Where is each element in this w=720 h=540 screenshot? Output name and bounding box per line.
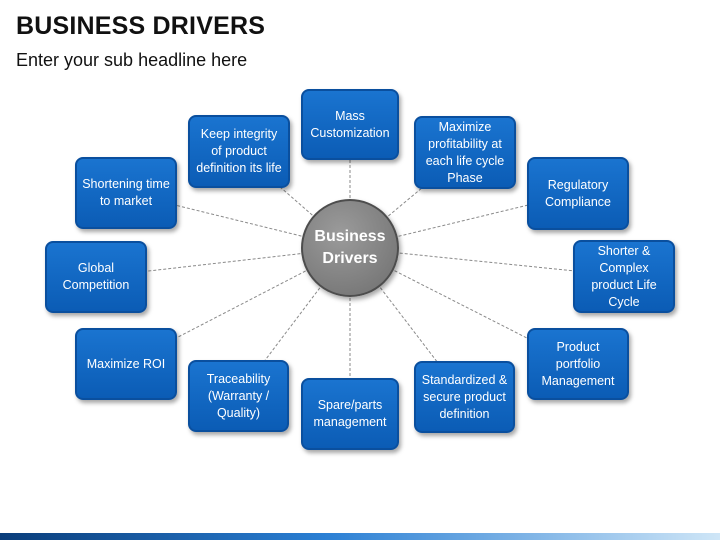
node-product-portfolio: Product portfolio Management <box>527 328 629 400</box>
node-keep-integrity: Keep integrity of product definition its… <box>188 115 290 188</box>
node-label: Shorter & Complex product Life Cycle <box>591 243 657 309</box>
node-label: Shortening time to market <box>82 177 170 208</box>
hub-label: Business Drivers <box>314 228 386 267</box>
node-label: Standardized & secure product definition <box>421 372 508 421</box>
node-label: Mass Customization <box>310 108 390 140</box>
hub-circle: Business Drivers <box>301 199 399 297</box>
node-regulatory-compliance: Regulatory Compliance <box>527 157 629 230</box>
node-shortening-time: Shortening time to market <box>75 157 177 229</box>
node-label: Keep integrity of product definition its… <box>196 127 282 175</box>
page-title: BUSINESS DRIVERS <box>16 12 266 40</box>
node-standardized-definition: Standardized & secure product definition <box>414 361 515 433</box>
node-label: Product portfolio Management <box>541 339 615 388</box>
node-maximize-profitability: Maximize profitability at each life cycl… <box>414 116 516 189</box>
page-subtitle: Enter your sub headline here <box>16 50 248 70</box>
node-label: Maximize ROI <box>86 356 166 371</box>
node-mass-customization: Mass Customization <box>301 89 399 160</box>
node-maximize-roi: Maximize ROI <box>75 328 177 400</box>
node-label: Maximize profitability at each life cycl… <box>425 119 505 185</box>
node-label: Global Competition <box>62 261 130 292</box>
node-global-competition: Global Competition <box>45 241 147 313</box>
footer-bar <box>0 533 720 540</box>
node-spare-parts: Spare/parts management <box>301 378 399 450</box>
node-traceability: Traceability (Warranty / Quality) <box>188 360 289 432</box>
node-label: Traceability (Warranty / Quality) <box>206 371 271 420</box>
node-shorter-complex-lifecycle: Shorter & Complex product Life Cycle <box>573 240 675 313</box>
node-label: Regulatory Compliance <box>544 177 611 209</box>
node-label: Spare/parts management <box>313 398 387 429</box>
